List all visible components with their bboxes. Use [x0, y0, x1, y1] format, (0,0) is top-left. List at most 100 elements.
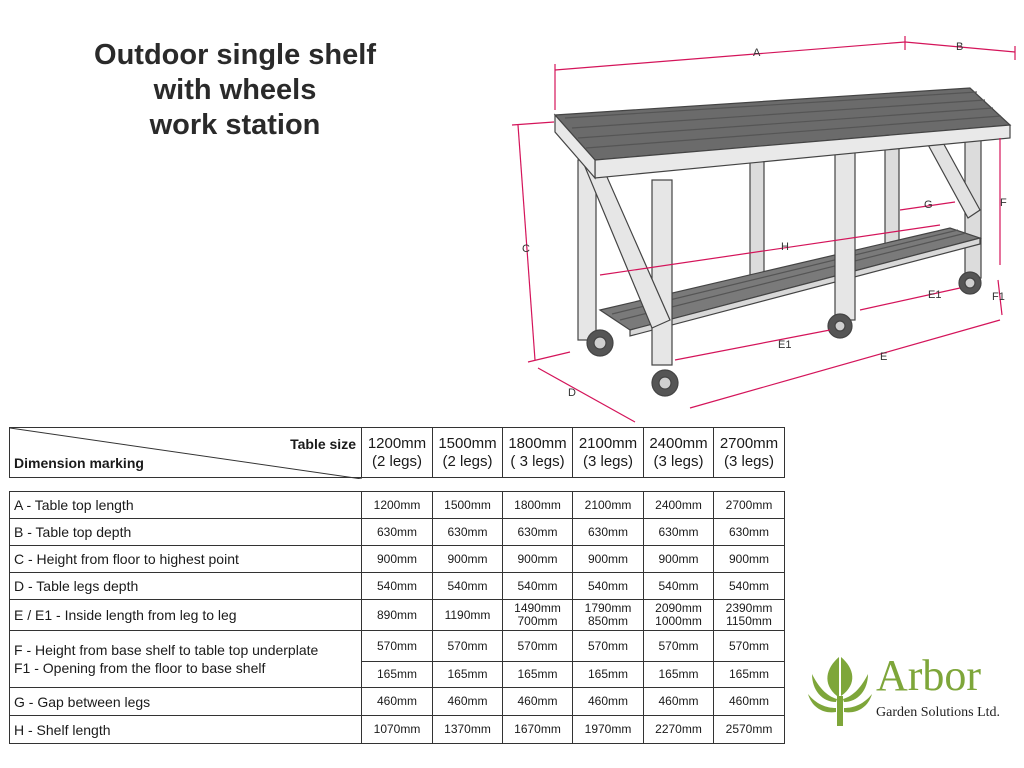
row-label: H - Shelf length	[9, 715, 362, 744]
size-header-cell: 2700mm (3 legs)	[713, 427, 785, 478]
row-value: 2400mm	[643, 491, 714, 519]
table-size-label: Table size	[290, 436, 356, 452]
label-b: B	[956, 41, 963, 53]
row-value: 1670mm	[502, 715, 573, 744]
row-value: 890mm	[361, 599, 433, 631]
row-value: 165mm	[713, 661, 785, 688]
brand-subtitle: Garden Solutions Ltd.	[876, 705, 1001, 720]
front-left-leg	[651, 179, 673, 366]
row-value: 165mm	[502, 661, 573, 688]
dimension-line-e	[689, 319, 1001, 409]
label-d: D	[568, 387, 576, 399]
title-line: work station	[149, 109, 321, 141]
row-label: E / E1 - Inside length from leg to leg	[9, 599, 362, 631]
label-f: F	[1000, 197, 1007, 209]
bottom-shelf-edge	[629, 237, 981, 337]
row-value: 460mm	[713, 687, 785, 716]
value-line: 850mm	[587, 614, 628, 628]
size-header-cell: 1800mm ( 3 legs)	[502, 427, 573, 478]
leaf-segment	[841, 657, 853, 696]
dimension-line-g	[899, 201, 956, 211]
row-value: 900mm	[432, 545, 503, 573]
row-value: 540mm	[502, 572, 573, 600]
label-c: C	[522, 243, 530, 255]
row-value: 165mm	[643, 661, 714, 688]
leaf-icon	[808, 657, 872, 726]
row-value: 570mm	[432, 630, 503, 662]
row-value: 900mm	[502, 545, 573, 573]
row-value: 570mm	[502, 630, 573, 662]
row-value: 630mm	[361, 518, 433, 546]
leaf-segment	[808, 694, 836, 713]
dimension-line-e1-front	[674, 329, 831, 361]
row-value: 540mm	[432, 572, 503, 600]
dimension-marking-label: Dimension marking	[14, 455, 144, 471]
dimension-line-h	[599, 224, 941, 276]
row-value: 570mm	[572, 630, 644, 662]
dimension-line-b	[904, 41, 1016, 53]
row-value: 570mm	[361, 630, 433, 662]
row-value: 900mm	[713, 545, 785, 573]
row-value: 460mm	[361, 687, 433, 716]
row-value: 1190mm	[432, 599, 503, 631]
row-value: 460mm	[502, 687, 573, 716]
row-label-line: F1 - Opening from the floor to base shel…	[14, 660, 266, 676]
leaf-segment	[843, 674, 868, 702]
dimension-line-a	[554, 41, 906, 71]
corner-diagonal	[10, 428, 362, 479]
row-value: 1070mm	[361, 715, 433, 744]
row-value: 540mm	[643, 572, 714, 600]
row-label: G - Gap between legs	[9, 687, 362, 716]
label-g: G	[924, 199, 933, 211]
leaf-stem	[837, 696, 843, 726]
brand-name: Arbor	[876, 651, 982, 700]
workbench-diagram: A B C D E E1 E1 F F1 G H	[511, 36, 1016, 423]
brand-logo: Arbor Garden Solutions Ltd.	[800, 650, 1020, 734]
row-value: 1500mm	[432, 491, 503, 519]
back-leg	[749, 159, 765, 281]
row-value: 630mm	[502, 518, 573, 546]
row-value: 540mm	[713, 572, 785, 600]
size-header-cell: 1500mm (2 legs)	[432, 427, 503, 478]
row-value: 570mm	[643, 630, 714, 662]
row-value: 900mm	[572, 545, 644, 573]
label-e1-back: E1	[928, 289, 941, 301]
page-title: Outdoor single shelf with wheels work st…	[40, 38, 430, 143]
row-value: 570mm	[713, 630, 785, 662]
value-line: 1490mm	[514, 601, 561, 615]
table-row: F - Height from base shelf to table top …	[9, 630, 785, 688]
row-value: 540mm	[361, 572, 433, 600]
row-value: 900mm	[643, 545, 714, 573]
value-line: 1000mm	[655, 614, 702, 628]
value-line: 1150mm	[726, 614, 772, 628]
row-value: 900mm	[361, 545, 433, 573]
value-line: 2390mm	[725, 601, 773, 615]
spec-table-header: Table size Dimension marking 1200mm (2 l…	[9, 427, 785, 479]
front-middle-leg	[834, 149, 856, 321]
header-corner-cell: Table size Dimension marking	[9, 427, 362, 479]
row-value: 630mm	[572, 518, 644, 546]
row-value: 2570mm	[713, 715, 785, 744]
row-value: 1800mm	[502, 491, 573, 519]
row-value: 460mm	[643, 687, 714, 716]
leaf-segment	[812, 674, 837, 702]
row-value: 165mm	[432, 661, 503, 688]
value-line: 700mm	[517, 614, 558, 628]
value-line: 1790mm	[584, 601, 632, 615]
row-value: 630mm	[643, 518, 714, 546]
row-label: A - Table top length	[9, 491, 362, 519]
row-value: 165mm	[361, 661, 433, 688]
title-line: with wheels	[153, 74, 317, 106]
label-e: E	[880, 351, 887, 363]
leaf-segment	[844, 694, 872, 713]
row-value: 540mm	[572, 572, 644, 600]
dimension-line-c	[517, 124, 536, 361]
row-value: 2700mm	[713, 491, 785, 519]
